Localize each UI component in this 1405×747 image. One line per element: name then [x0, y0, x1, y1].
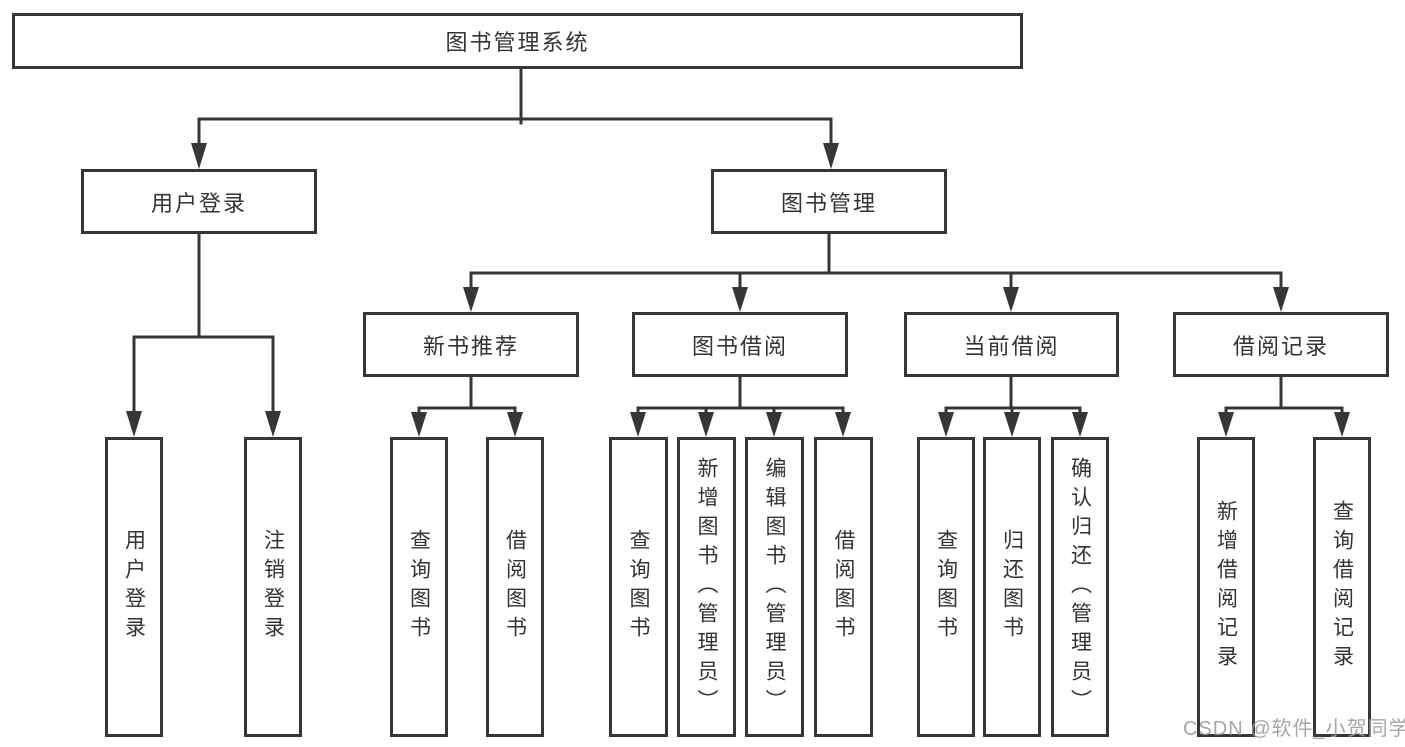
node-new-book-recommend: 新书推荐	[363, 312, 579, 377]
node-label: 查询借阅记录	[1330, 500, 1354, 674]
node-label: 注销登录	[261, 529, 285, 645]
node-label: 查询图书	[407, 529, 431, 645]
node-book-management: 图书管理	[711, 169, 947, 234]
node-label: 归还图书	[1000, 529, 1024, 645]
node-leaf-user-login: 用户登录	[105, 437, 163, 737]
node-label: 确认归还（管理员）	[1068, 456, 1092, 718]
node-label: 编辑图书（管理员）	[763, 456, 786, 718]
node-book-borrow: 图书借阅	[632, 312, 848, 377]
node-leaf-query-borrow-record: 查询借阅记录	[1313, 437, 1371, 737]
node-label: 新增借阅记录	[1214, 500, 1238, 674]
node-leaf-edit-books-admin: 编辑图书（管理员）	[745, 437, 804, 737]
node-leaf-query-books-current: 查询图书	[917, 437, 975, 737]
node-user-login: 用户登录	[81, 169, 317, 234]
node-leaf-return-books: 归还图书	[983, 437, 1041, 737]
node-label: 用户登录	[122, 529, 146, 645]
node-label: 查询图书	[627, 529, 650, 645]
node-leaf-borrow-books: 借阅图书	[814, 437, 873, 737]
node-leaf-confirm-return-admin: 确认归还（管理员）	[1051, 437, 1109, 737]
node-label: 借阅图书	[832, 529, 855, 645]
node-borrow-record: 借阅记录	[1173, 312, 1389, 377]
csdn-watermark: CSDN @软件_小贺同学	[1183, 718, 1405, 740]
node-label: 借阅图书	[503, 529, 527, 645]
node-leaf-query-books-recommend: 查询图书	[390, 437, 448, 737]
node-leaf-add-books-admin: 新增图书（管理员）	[677, 437, 736, 737]
node-label: 新增图书（管理员）	[695, 456, 718, 718]
node-root: 图书管理系统	[12, 13, 1023, 69]
node-label: 查询图书	[934, 529, 958, 645]
node-leaf-borrow-books-recommend: 借阅图书	[486, 437, 544, 737]
node-leaf-add-borrow-record: 新增借阅记录	[1197, 437, 1255, 737]
node-current-borrow: 当前借阅	[904, 312, 1119, 377]
node-leaf-query-books-borrow: 查询图书	[609, 437, 668, 737]
node-leaf-logout: 注销登录	[244, 437, 302, 737]
